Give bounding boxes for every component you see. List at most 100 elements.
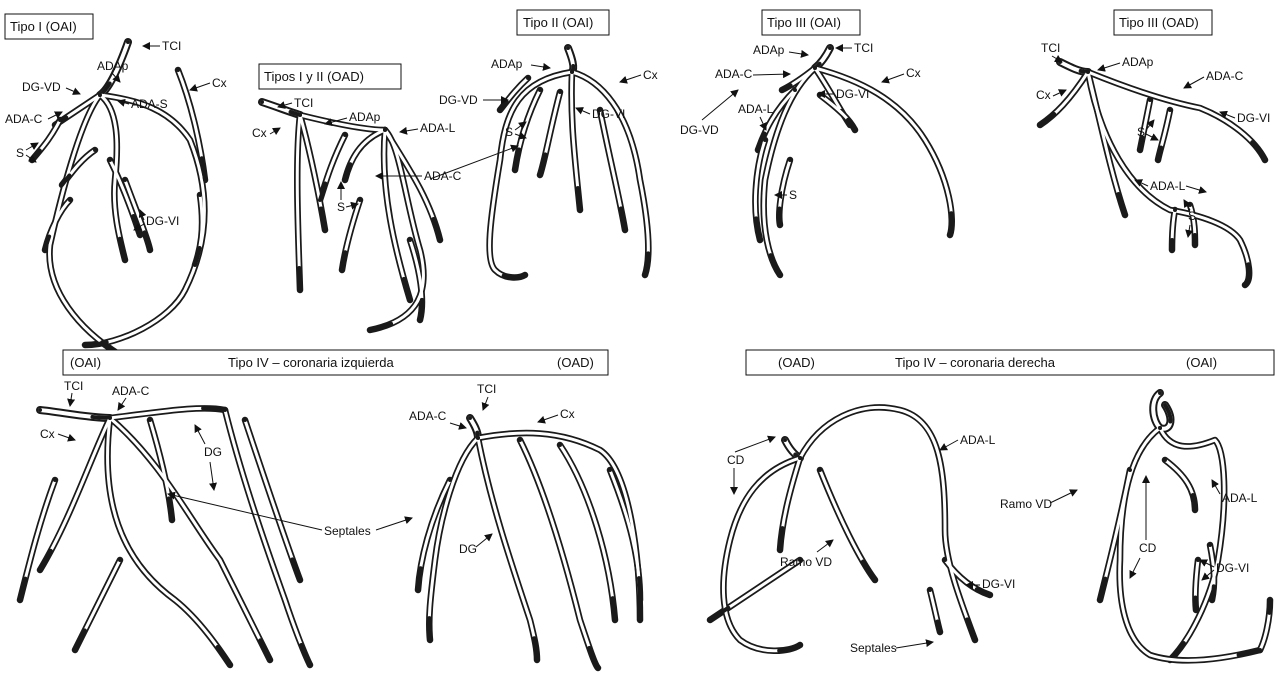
label-ada-c: ADA-C bbox=[5, 112, 43, 126]
label-ada-l: ADA-L bbox=[960, 433, 996, 447]
label-dg-vi: DG-VI bbox=[982, 577, 1015, 591]
vessel-group-tipo4izq-oad bbox=[418, 418, 640, 668]
label-adap: ADAp bbox=[753, 43, 785, 57]
vessel-outline bbox=[110, 418, 270, 660]
vessel-group-tipo4izq-oai bbox=[20, 408, 310, 665]
title-tipo4der: (OAD) Tipo IV – coronaria derecha (OAI) bbox=[746, 350, 1274, 375]
label-ada-l: ADA-L bbox=[1150, 179, 1186, 193]
label-dg-vd: DG-VD bbox=[680, 123, 719, 137]
title-tipo4izq-center: Tipo IV – coronaria izquierda bbox=[228, 355, 394, 370]
vessel-lumen bbox=[560, 445, 615, 620]
label-cx: Cx bbox=[40, 427, 55, 441]
vessel-outline bbox=[560, 445, 615, 620]
title-tipos12-text: Tipos I y II (OAD) bbox=[264, 69, 364, 84]
label-tci: TCI bbox=[294, 96, 313, 110]
vessel-distal-tip bbox=[800, 407, 975, 640]
label-ada-s: ADA-S bbox=[131, 97, 168, 111]
label-dg: DG bbox=[459, 542, 477, 556]
vessel-group-tipo2 bbox=[490, 48, 649, 277]
label-ada-c: ADA-C bbox=[112, 384, 150, 398]
label-cx: Cx bbox=[643, 68, 658, 82]
vessel-distal-tip bbox=[345, 130, 385, 180]
vessel-outline bbox=[85, 95, 204, 345]
title-tipo1: Tipo I (OAI) bbox=[5, 14, 93, 39]
title-tipos12: Tipos I y II (OAD) bbox=[259, 64, 401, 89]
title-tipo4izq-right: (OAD) bbox=[557, 355, 594, 370]
label-ramo-vd: Ramo VD bbox=[780, 555, 832, 569]
label-ramo-vd: Ramo VD bbox=[1000, 497, 1052, 511]
vessel-lumen bbox=[110, 418, 270, 660]
vessel-outline bbox=[225, 410, 310, 665]
label-s: S bbox=[337, 200, 345, 214]
label-septales: Septales bbox=[324, 524, 371, 538]
label-septales: Septales bbox=[850, 641, 897, 655]
label-dg-vi: DG-VI bbox=[1216, 561, 1249, 575]
label-tci: TCI bbox=[64, 379, 83, 393]
vessel-outline bbox=[572, 72, 648, 275]
title-tipo4izq: (OAI) Tipo IV – coronaria izquierda (OAD… bbox=[63, 350, 608, 375]
vessel-outline bbox=[345, 130, 385, 180]
label-adap: ADAp bbox=[97, 59, 129, 73]
annotations-tipo3oai: TCI ADAp ADA-C Cx DG-VI ADA-L DG-VD S bbox=[680, 41, 921, 202]
label-ada-l: ADA-L bbox=[738, 102, 774, 116]
vessel-group-tipo3oai bbox=[755, 48, 951, 275]
label-adap: ADAp bbox=[1122, 55, 1154, 69]
vessel-outline bbox=[50, 95, 120, 355]
vessel-outline bbox=[1165, 460, 1195, 510]
vessel-group-tipo4der-oai bbox=[1100, 393, 1270, 660]
vessel-lumen bbox=[345, 130, 385, 180]
title-tipo3oai-text: Tipo III (OAI) bbox=[767, 15, 841, 30]
vessel-outline bbox=[429, 438, 478, 640]
annotations-tipo4der: CD ADA-L Ramo VD DG-VI Septales bbox=[727, 433, 1015, 655]
label-cx: Cx bbox=[560, 407, 575, 421]
label-tci: TCI bbox=[854, 41, 873, 55]
title-tipo4der-center: Tipo IV – coronaria derecha bbox=[895, 355, 1056, 370]
title-tipo4izq-left: (OAI) bbox=[70, 355, 101, 370]
label-tci: TCI bbox=[162, 39, 181, 53]
label-adap: ADAp bbox=[491, 57, 523, 71]
label-dg-vi: DG-VI bbox=[1237, 111, 1270, 125]
annotations-tipo4izq-oad: TCI ADA-C Cx DG bbox=[409, 382, 575, 556]
label-tci: TCI bbox=[477, 382, 496, 396]
vessel-lumen bbox=[800, 407, 975, 640]
vessel-group-tipos12 bbox=[262, 102, 440, 330]
label-cx: Cx bbox=[1036, 88, 1051, 102]
label-s: S bbox=[1137, 125, 1145, 139]
title-tipo2-text: Tipo II (OAI) bbox=[523, 15, 593, 30]
label-adap: ADAp bbox=[349, 110, 381, 124]
vessel-group-tipo4der-oad bbox=[710, 407, 990, 650]
label-cx: Cx bbox=[252, 126, 267, 140]
label-s: S bbox=[789, 188, 797, 202]
label-tci: TCI bbox=[1041, 41, 1060, 55]
title-tipo4der-right: (OAI) bbox=[1186, 355, 1217, 370]
label-dg-vd: DG-VD bbox=[22, 80, 61, 94]
title-tipo2: Tipo II (OAI) bbox=[517, 10, 609, 35]
title-tipo3oad-text: Tipo III (OAD) bbox=[1119, 15, 1199, 30]
vessel-distal-tip bbox=[110, 418, 270, 660]
label-ada-c: ADA-C bbox=[409, 409, 447, 423]
label-ada-c: ADA-C bbox=[715, 67, 753, 81]
label-s: S bbox=[505, 125, 513, 139]
label-s: S bbox=[16, 146, 24, 160]
vessel-group-tipo3oad bbox=[1040, 62, 1265, 285]
label-cd: CD bbox=[1139, 541, 1157, 555]
vessel-lumen bbox=[50, 95, 120, 355]
label-ada-l: ADA-L bbox=[1222, 491, 1258, 505]
label-dg: DG bbox=[204, 445, 222, 459]
title-tipo1-text: Tipo I (OAI) bbox=[10, 19, 77, 34]
label-cx: Cx bbox=[906, 66, 921, 80]
label-ada-l: ADA-L bbox=[420, 121, 456, 135]
label-cd: CD bbox=[727, 453, 745, 467]
label-dg-vi: DG-VI bbox=[146, 214, 179, 228]
vessel-distal-tip bbox=[560, 445, 615, 620]
title-tipo3oai: Tipo III (OAI) bbox=[762, 10, 860, 35]
label-cx: Cx bbox=[212, 76, 227, 90]
label-dg-vi: DG-VI bbox=[592, 107, 625, 121]
vessel-outline bbox=[800, 407, 975, 640]
label-ada-c: ADA-C bbox=[424, 169, 462, 183]
label-ada-c: ADA-C bbox=[1206, 69, 1244, 83]
label-dg-vi: DG-VI bbox=[836, 87, 869, 101]
title-tipo3oad: Tipo III (OAD) bbox=[1114, 10, 1212, 35]
